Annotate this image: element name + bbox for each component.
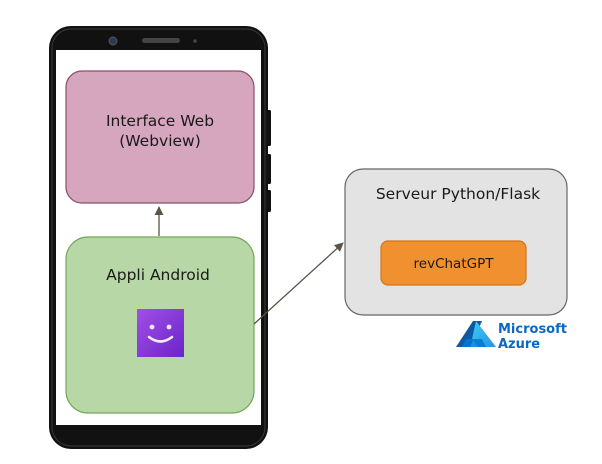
webview-label-line2: (Webview) [119,132,201,150]
webview-box [65,70,255,204]
android-label: Appli Android [106,266,210,284]
android-node: Appli Android [65,236,255,414]
azure-logo: Microsoft Azure [456,321,567,352]
phone-speaker [142,38,180,43]
server-label: Serveur Python/Flask [376,185,540,203]
azure-logo-icon [456,321,496,347]
azure-logo-text-azure: Azure [498,337,540,352]
edge-android-to-server [253,242,344,325]
smiley-face-icon [137,309,184,357]
revchatgpt-node: revChatGPT [380,240,527,286]
azure-logo-text-microsoft: Microsoft [498,322,567,337]
revchatgpt-label: revChatGPT [414,256,495,272]
webview-node: Interface Web (Webview) [65,70,255,204]
phone-body-edge [51,28,266,447]
revchatgpt-box [380,240,527,286]
phone-sensor [193,39,197,43]
phone-camera [108,36,118,46]
webview-label-line1: Interface Web [106,112,214,130]
